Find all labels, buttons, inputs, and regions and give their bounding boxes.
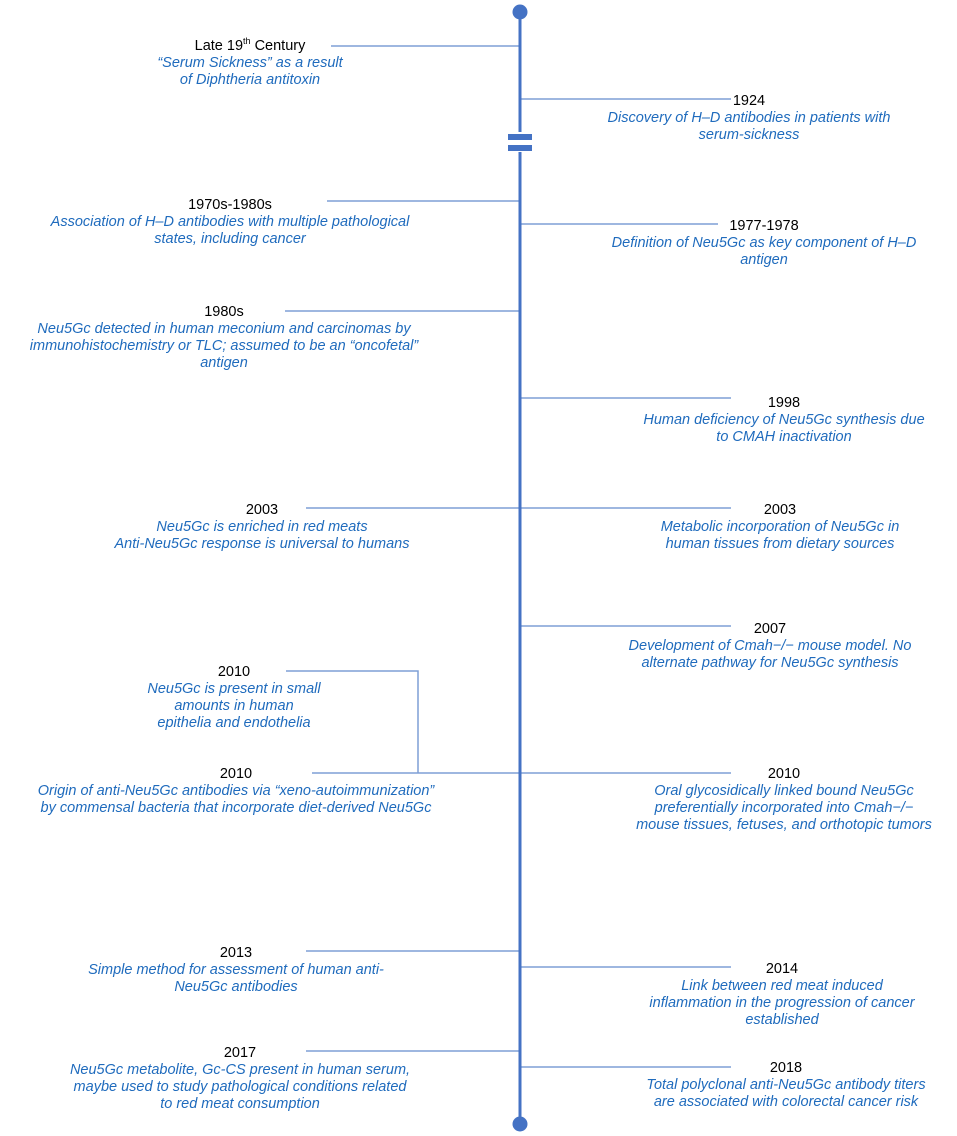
event-2017: 2017 Neu5Gc metabolite, Gc-CS present in… bbox=[30, 1045, 450, 1113]
event-2013: 2013 Simple method for assessment of hum… bbox=[50, 945, 422, 996]
event-year: 2010 bbox=[767, 766, 801, 782]
event-description: Definition of Neu5Gc as key component of… bbox=[611, 235, 917, 268]
event-1970s-1980s: 1970s-1980s Association of H–D antibodie… bbox=[22, 197, 438, 248]
event-1977-1978: 1977-1978 Definition of Neu5Gc as key co… bbox=[596, 218, 932, 269]
event-description: Neu5Gc metabolite, Gc-CS present in huma… bbox=[69, 1062, 411, 1112]
event-year: Late 19th Century bbox=[194, 36, 306, 55]
event-description: Oral glycosidically linked bound Neu5Gc … bbox=[636, 783, 932, 833]
event-year: 2003 bbox=[245, 502, 279, 518]
event-year: 1924 bbox=[732, 93, 766, 109]
event-year: 2014 bbox=[765, 961, 799, 977]
event-description: Neu5Gc is present in small amounts in hu… bbox=[147, 681, 321, 731]
event-year: 2010 bbox=[217, 664, 251, 680]
event-description: Simple method for assessment of human an… bbox=[88, 962, 384, 995]
event-2010-epithelia: 2010 Neu5Gc is present in small amounts … bbox=[104, 664, 364, 732]
event-2007: 2007 Development of Cmah−/− mouse model.… bbox=[620, 621, 920, 672]
event-description: Neu5Gc detected in human meconium and ca… bbox=[29, 321, 419, 371]
event-year: 1970s-1980s bbox=[188, 197, 272, 213]
event-description: Association of H–D antibodies with multi… bbox=[50, 214, 410, 247]
event-year: 2017 bbox=[223, 1045, 257, 1061]
axis-end-dot bbox=[512, 1116, 528, 1132]
event-1998: 1998 Human deficiency of Neu5Gc synthesi… bbox=[626, 395, 942, 446]
event-description: Origin of anti-Neu5Gc antibodies via “xe… bbox=[37, 783, 435, 816]
event-late-19th-century: Late 19th Century “Serum Sickness” as a … bbox=[90, 36, 410, 89]
event-description: Link between red meat induced inflammati… bbox=[649, 978, 915, 1028]
event-1980s: 1980s Neu5Gc detected in human meconium … bbox=[4, 304, 444, 372]
axis-break-marker bbox=[508, 132, 532, 152]
event-1924: 1924 Discovery of H–D antibodies in pati… bbox=[586, 93, 912, 144]
event-description: Metabolic incorporation of Neu5Gc in hum… bbox=[660, 519, 900, 552]
event-description: Development of Cmah−/− mouse model. No a… bbox=[628, 638, 912, 671]
event-description: Total polyclonal anti-Neu5Gc antibody ti… bbox=[646, 1077, 926, 1110]
event-description: Human deficiency of Neu5Gc synthesis due… bbox=[643, 412, 925, 445]
event-description: Neu5Gc is enriched in red meats Anti-Neu… bbox=[114, 519, 410, 552]
event-2003-left: 2003 Neu5Gc is enriched in red meats Ant… bbox=[86, 502, 438, 553]
event-description: Discovery of H–D antibodies in patients … bbox=[607, 110, 891, 143]
event-year: 2007 bbox=[753, 621, 787, 637]
event-year: 1980s bbox=[204, 304, 244, 320]
event-year: 2010 bbox=[219, 766, 253, 782]
event-year: 2018 bbox=[769, 1060, 803, 1076]
event-year: 2003 bbox=[763, 502, 797, 518]
event-2010-right: 2010 Oral glycosidically linked bound Ne… bbox=[612, 766, 956, 834]
event-2010-xeno-autoimmunization: 2010 Origin of anti-Neu5Gc antibodies vi… bbox=[4, 766, 468, 817]
event-2014: 2014 Link between red meat induced infla… bbox=[640, 961, 924, 1029]
connector-line bbox=[286, 670, 419, 773]
event-year: 1998 bbox=[767, 395, 801, 411]
event-year: 1977-1978 bbox=[729, 218, 799, 234]
event-year: 2013 bbox=[219, 945, 253, 961]
axis-start-dot bbox=[512, 4, 528, 20]
event-description: “Serum Sickness” as a result of Diphther… bbox=[157, 55, 343, 88]
event-2003-right: 2003 Metabolic incorporation of Neu5Gc i… bbox=[630, 502, 930, 553]
event-2018: 2018 Total polyclonal anti-Neu5Gc antibo… bbox=[618, 1060, 954, 1111]
